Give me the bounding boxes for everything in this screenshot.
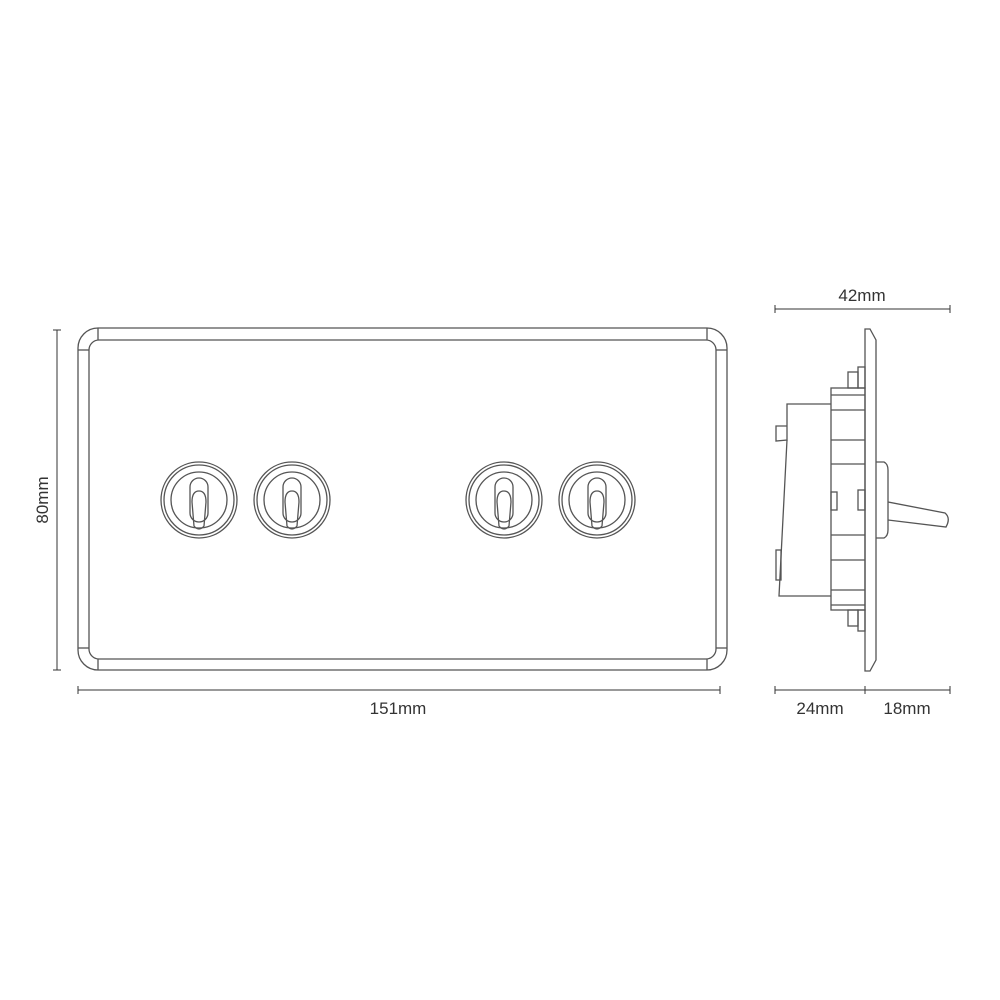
toggle-ring (475, 471, 533, 529)
plate-outer (77, 327, 728, 671)
toggle-ring (465, 461, 543, 539)
toggle-lever (191, 490, 207, 530)
toggle-lever (284, 490, 300, 530)
toggle-slot (189, 477, 209, 523)
plate-inner (88, 339, 717, 660)
side-toggle-base (876, 461, 889, 539)
depth-back-label: 24mm (796, 699, 843, 718)
toggle-slot (587, 477, 607, 523)
toggle-ring (561, 464, 633, 536)
depth-front-label: 18mm (883, 699, 930, 718)
toggle-ring (568, 471, 626, 529)
depth-total-label: 42mm (838, 286, 885, 305)
toggle-ring (253, 461, 331, 539)
toggle-ring (558, 461, 636, 539)
side-mechanism (830, 387, 866, 611)
height-label: 80mm (33, 476, 52, 523)
toggle-ring (163, 464, 235, 536)
toggle-ring (160, 461, 238, 539)
toggle-slot (494, 477, 514, 523)
dimensions (53, 305, 951, 694)
toggle-ring (468, 464, 540, 536)
toggle-lever (496, 490, 512, 530)
side-view (775, 328, 949, 672)
toggle-slot (282, 477, 302, 523)
toggle-2[interactable] (253, 461, 331, 539)
toggle-ring (263, 471, 321, 529)
back-box (775, 403, 831, 442)
toggle-ring (256, 464, 328, 536)
toggle-3[interactable] (465, 461, 543, 539)
front-view (77, 327, 728, 671)
width-label: 151mm (370, 699, 427, 718)
toggle-1[interactable] (160, 461, 238, 539)
side-toggle-lever (887, 501, 949, 528)
toggle-4[interactable] (558, 461, 636, 539)
side-plate (864, 328, 877, 672)
toggle-ring (170, 471, 228, 529)
toggle-lever (589, 490, 605, 530)
